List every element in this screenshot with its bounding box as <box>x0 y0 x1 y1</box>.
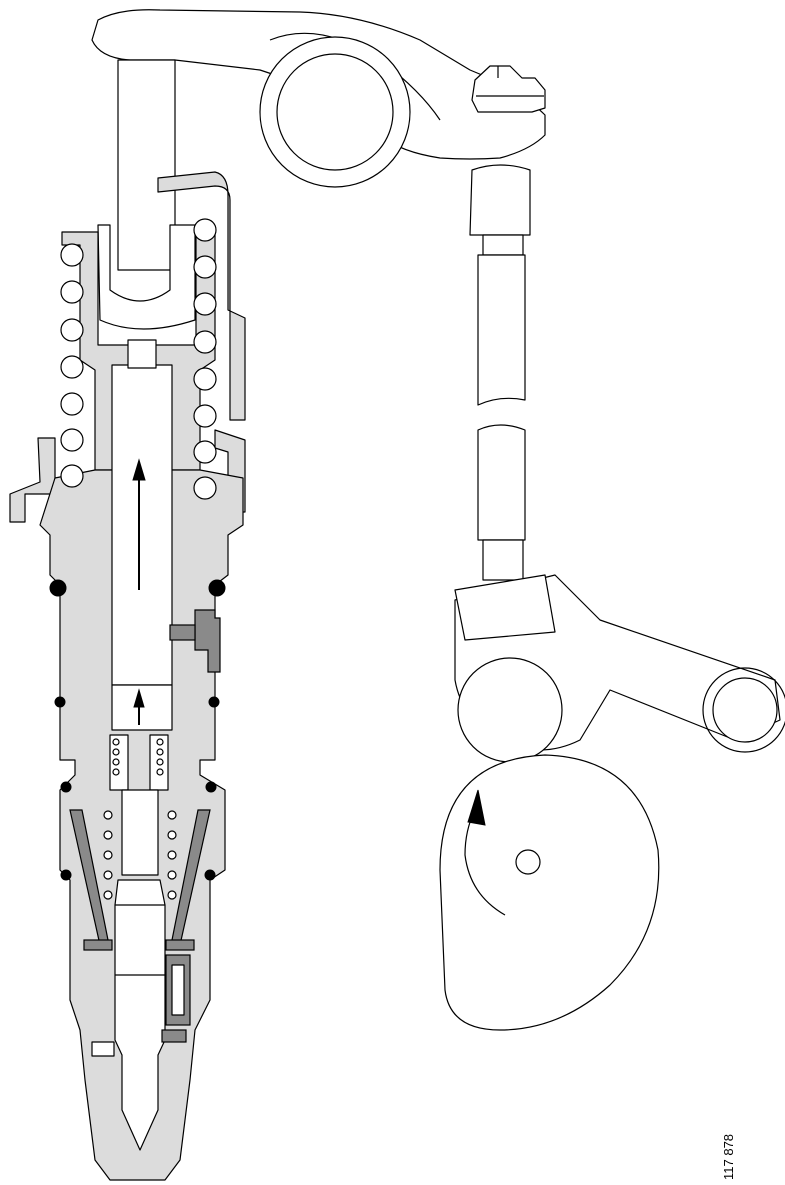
o-rings <box>49 579 226 881</box>
push-rod <box>469 164 531 581</box>
rocker-stem <box>97 59 196 330</box>
camshaft-lobe <box>439 754 660 1031</box>
figure-reference-number: 117 878 <box>721 1133 736 1180</box>
nozzle-internals <box>69 734 211 1151</box>
pump-plunger <box>111 339 173 731</box>
adjusting-nut <box>471 65 546 113</box>
rocker-shaft <box>276 53 394 171</box>
solenoid-valve <box>169 609 221 673</box>
return-spring <box>60 218 217 500</box>
rocker-arm <box>91 9 546 188</box>
camshaft-center <box>515 849 541 875</box>
roller-follower <box>454 574 785 763</box>
